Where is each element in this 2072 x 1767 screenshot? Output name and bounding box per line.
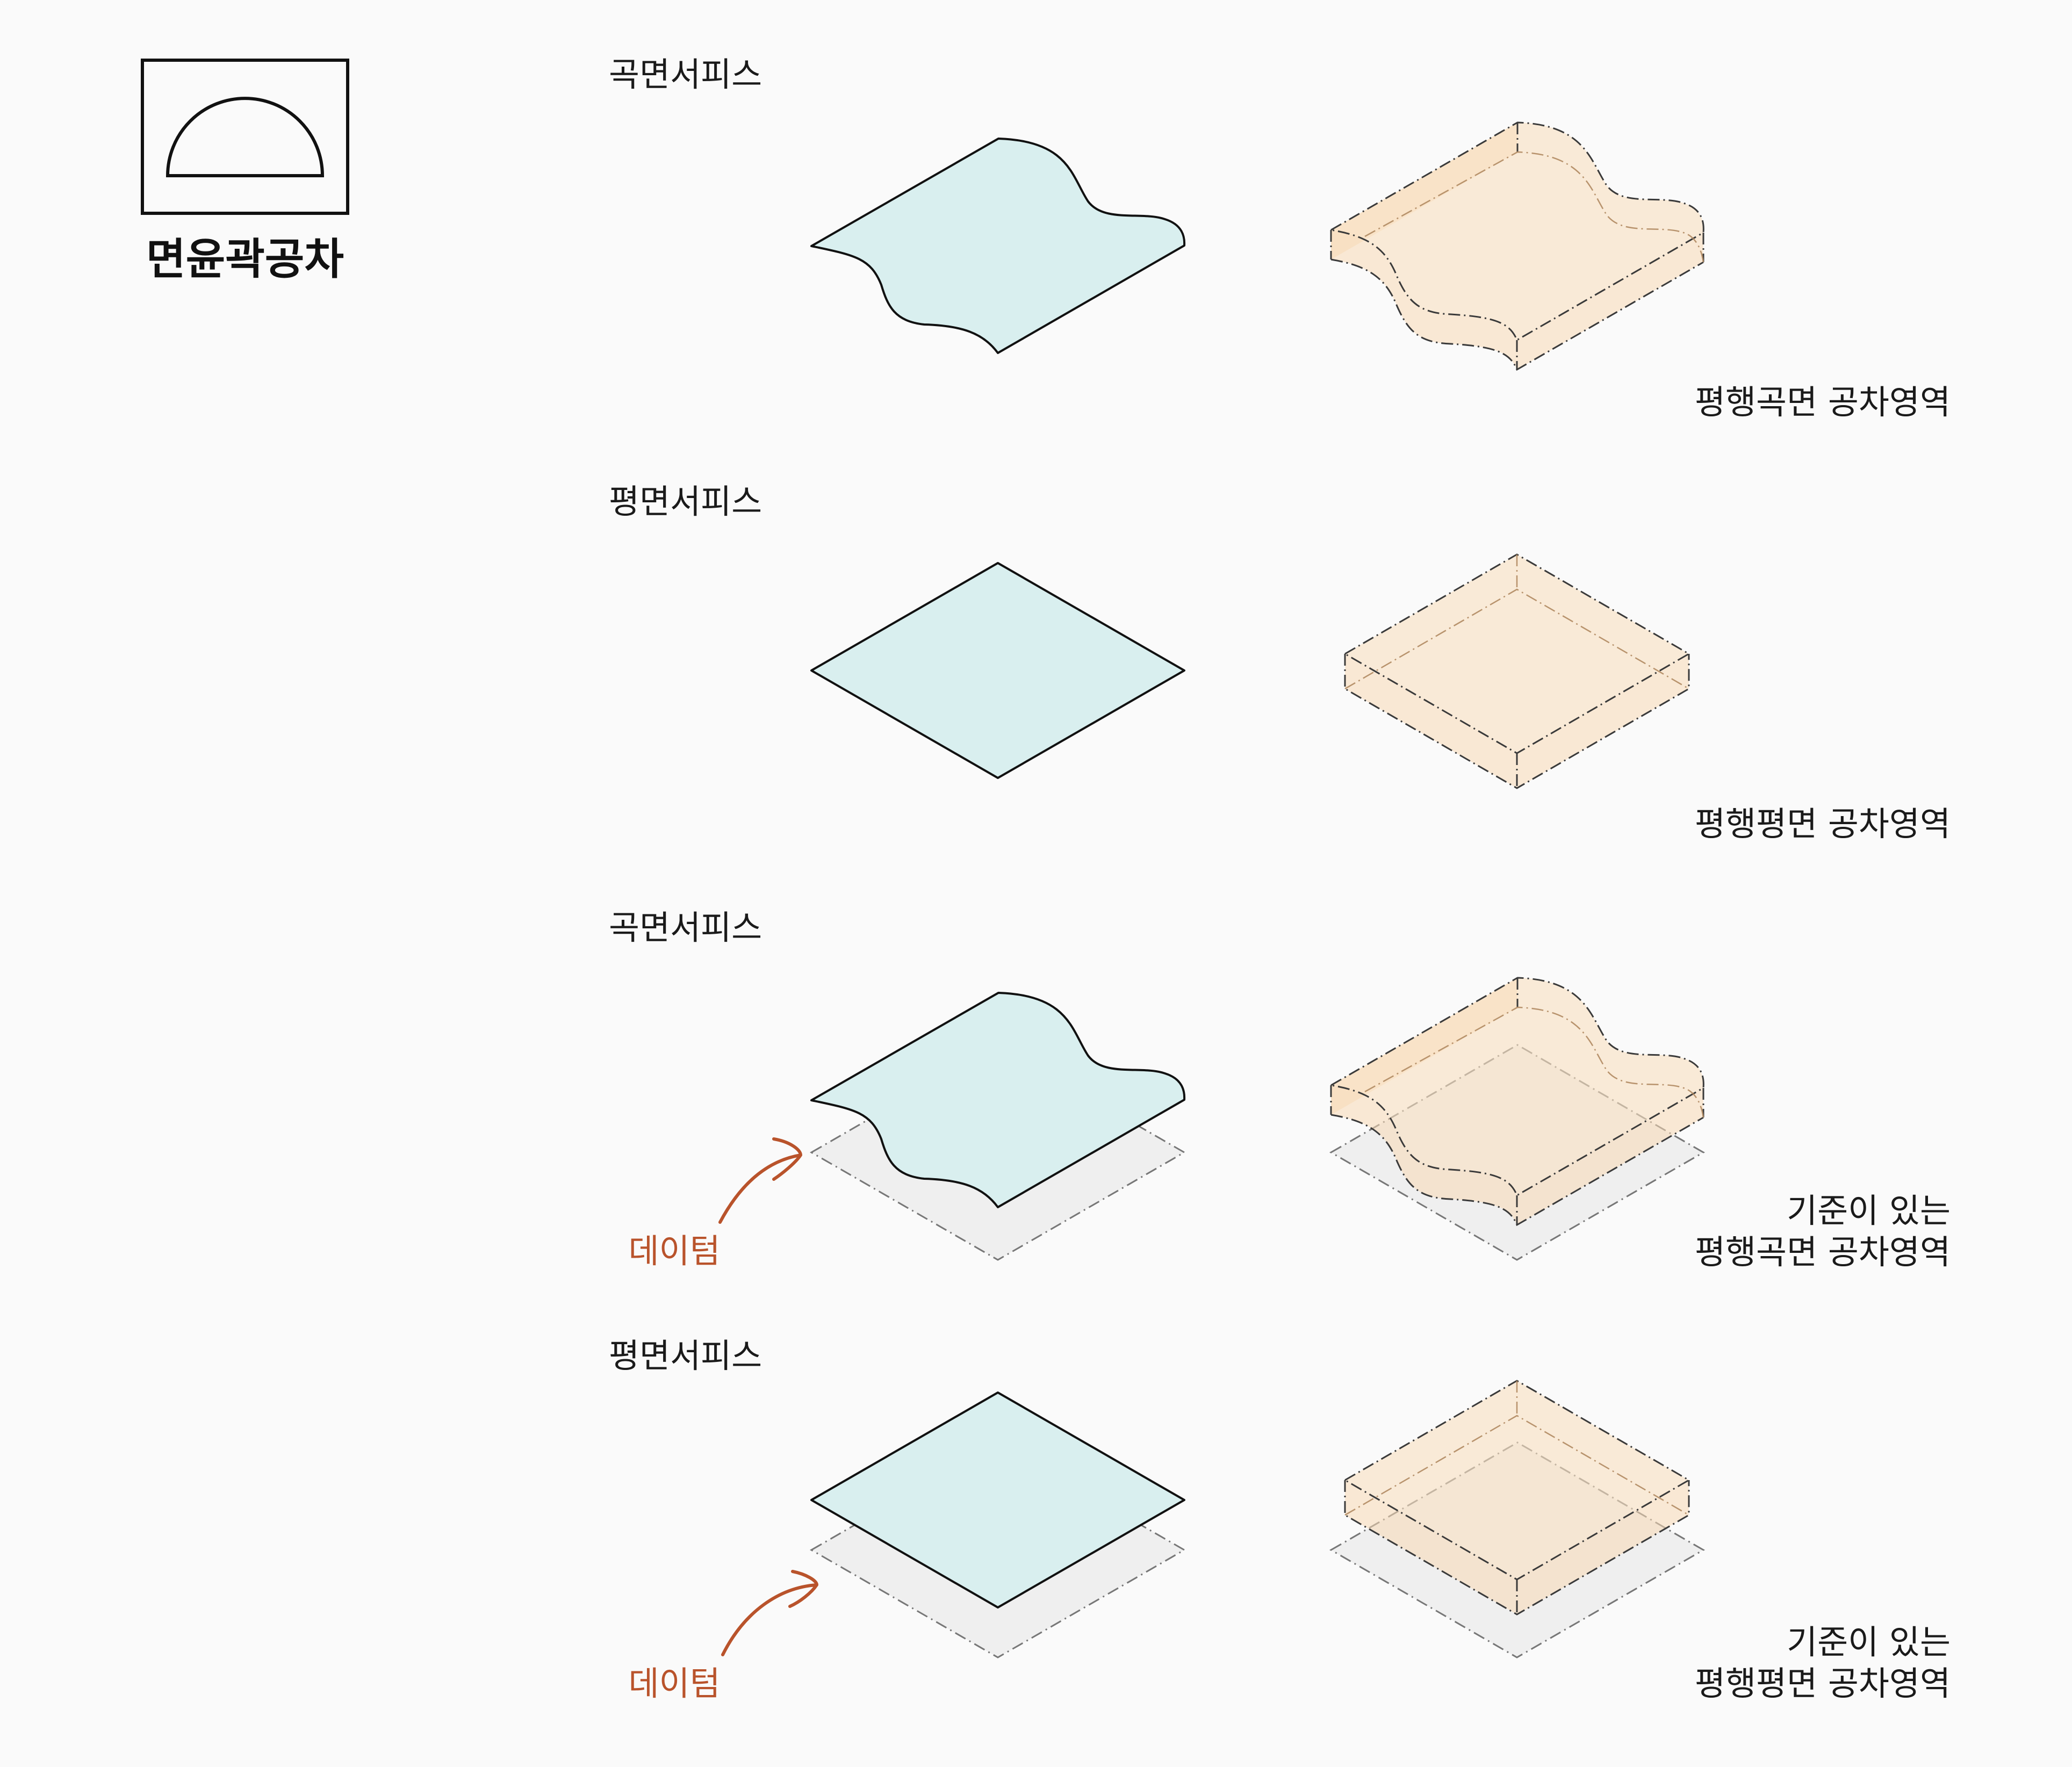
row-4-tolerance-zone <box>1329 1380 1706 1658</box>
row-4-datum-label: 데이텀 <box>628 1664 720 1703</box>
row-4-zone-label-line-2: 평행평면 공차영역 <box>1695 1664 1951 1703</box>
legend-frame <box>141 59 349 215</box>
row-1-tolerance-zone <box>1330 121 1704 371</box>
row-3-datum-arrow <box>718 1137 802 1224</box>
row-2-tolerance-zone <box>1344 553 1690 789</box>
row-3-curved-surface <box>810 992 1186 1208</box>
row-4-datum-arrow <box>721 1570 818 1656</box>
row-2-surface-label: 평면서피스 <box>609 482 762 521</box>
row-4-zone-label-line-1: 기준이 있는 <box>1787 1622 1951 1662</box>
row-1-surface-label: 곡면서피스 <box>609 55 762 94</box>
row-4-surface-label: 평면서피스 <box>609 1336 762 1375</box>
legend: 면윤곽공차 <box>141 59 349 284</box>
row-2-zone-label: 평행평면 공차영역 <box>1695 804 1951 843</box>
row-4-flat-surface <box>810 1391 1185 1609</box>
row-3: 곡면서피스 데이텀 기준이 있는 평행곡면 공차영역 <box>609 908 1951 1272</box>
row-1: 곡면서피스 평행곡면 공차영역 <box>609 55 1951 422</box>
row-1-zone-label: 평행곡면 공차영역 <box>1695 383 1951 422</box>
row-2: 평면서피스 평행평면 공차영역 <box>609 482 1951 843</box>
row-2-flat-surface <box>810 562 1185 779</box>
row-4: 평면서피스 데이텀 기준이 있는 평행평면 공차영역 <box>609 1336 1951 1703</box>
row-3-datum-label: 데이텀 <box>628 1231 720 1271</box>
row-3-zone-label-line-1: 기준이 있는 <box>1787 1191 1951 1230</box>
row-3-zone-label-line-2: 평행곡면 공차영역 <box>1695 1232 1951 1272</box>
semicircle-in-box-icon <box>166 97 325 177</box>
row-1-curved-surface <box>810 138 1186 354</box>
row-3-surface-label: 곡면서피스 <box>609 908 762 947</box>
legend-title: 면윤곽공차 <box>146 234 344 284</box>
row-3-tolerance-zone <box>1329 977 1706 1261</box>
